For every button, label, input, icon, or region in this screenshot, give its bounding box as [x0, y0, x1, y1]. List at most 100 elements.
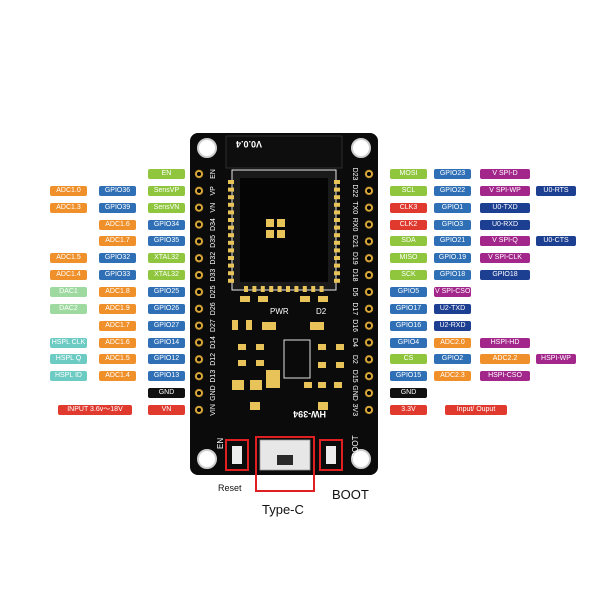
right-pin-label: U0-RTS — [536, 185, 576, 196]
left-pin-silk: EN — [210, 169, 217, 179]
right-pin-label: CS — [390, 354, 427, 365]
left-pin-silk: D13 — [210, 370, 217, 383]
pwr-silk: PWR — [270, 307, 289, 316]
right-pin-label: U0-RXD — [480, 219, 530, 230]
left-pin-label: ADC1.6 — [99, 219, 136, 230]
module-pad — [260, 286, 265, 292]
module-pad — [228, 263, 234, 268]
right-pin-label: MISO — [390, 253, 427, 264]
right-header-pin — [364, 270, 374, 280]
module-pad — [334, 218, 340, 222]
right-pin-label: GND — [390, 388, 427, 399]
module-pad — [319, 286, 324, 292]
right-pin-silk: 3V3 — [351, 404, 358, 417]
right-pin-label: SCK — [390, 270, 427, 281]
right-pin-silk: D2 — [351, 355, 358, 364]
right-pin-silk: D17 — [351, 302, 358, 315]
module-pads — [228, 180, 340, 292]
right-pin-label: GPIO23 — [434, 169, 471, 179]
module-pad — [334, 240, 340, 245]
left-pin-silk: D32 — [210, 252, 217, 265]
left-pin-label: HSPL ID — [50, 371, 87, 382]
module-pad — [334, 233, 340, 238]
model-silk: HW-394 — [293, 409, 326, 419]
left-pin-label: GPIO26 — [148, 303, 185, 314]
right-pin-label: SDA — [390, 236, 427, 247]
module-pad — [244, 286, 248, 292]
left-header-pin — [194, 287, 204, 297]
left-pin-label: GPIO27 — [148, 320, 185, 331]
right-pin-label: SCL — [390, 185, 427, 196]
left-pin-label: ADC1.5 — [99, 354, 136, 365]
left-pin-silk: D14 — [210, 336, 217, 349]
right-header-pin — [364, 287, 374, 297]
right-pin-silk: RX0 — [351, 218, 358, 232]
usb-serial-chip — [283, 339, 311, 379]
right-header-pin — [364, 203, 374, 212]
module-pad — [334, 271, 340, 276]
module-pad — [228, 180, 234, 184]
module-pad — [228, 195, 234, 200]
right-pin-label: V SPI-Q — [480, 236, 530, 247]
right-pin-label: GPIO22 — [434, 185, 471, 196]
right-pin-silk: D5 — [351, 287, 358, 296]
right-pin-silk: GND — [351, 385, 358, 401]
right-pin-label: GPIO5 — [390, 286, 427, 297]
module-pad — [334, 225, 340, 230]
boot-button-outline — [319, 439, 343, 471]
right-pin-label: U0-TXD — [480, 202, 530, 213]
module-pad — [334, 278, 340, 283]
boot-button — [326, 446, 336, 464]
right-pin-label: V SPI-WP — [480, 185, 530, 196]
left-pin-silk: D25 — [210, 285, 217, 298]
module-pad — [334, 195, 340, 200]
module-pad — [228, 256, 234, 260]
right-pin-label: GPIO2 — [434, 354, 471, 365]
reset-button — [232, 446, 242, 464]
left-pin-label: VN — [148, 404, 185, 415]
left-pin-silk: D33 — [210, 269, 217, 282]
right-pin-label: CLK3 — [390, 202, 427, 213]
right-pin-label: GPIO1 — [434, 202, 471, 213]
left-pin-label: ADC1.6 — [99, 337, 136, 348]
left-pin-label: GND — [148, 388, 185, 399]
left-pin-label: ADC1.0 — [50, 185, 87, 196]
right-pin-label: GPIO18 — [480, 270, 530, 281]
left-pin-label: GPIO32 — [99, 253, 136, 264]
module-center-mark — [266, 219, 285, 238]
left-pin-label: ADC1.7 — [99, 320, 136, 331]
right-pin-label: Input/ Ouput — [445, 404, 507, 415]
right-pin-label: ADC2.3 — [434, 371, 471, 382]
module-pad — [334, 263, 340, 268]
regulator — [266, 370, 280, 388]
left-pin-silk: GND — [210, 385, 217, 401]
right-header-pin — [364, 405, 374, 415]
left-header-pin — [194, 220, 204, 229]
right-header-pin — [364, 338, 374, 347]
right-pin-silk: D21 — [351, 235, 358, 248]
right-pin-label: GPIO18 — [434, 270, 471, 281]
left-header-pin — [194, 237, 204, 246]
right-header-pin — [364, 372, 374, 381]
reset-caption: Reset — [218, 483, 242, 493]
module-pad — [228, 218, 234, 222]
right-pin-label: GPIO16 — [390, 320, 427, 331]
right-header-pin — [364, 237, 374, 246]
module-pad — [334, 248, 340, 253]
right-header-pin — [364, 169, 374, 179]
module-pad — [228, 187, 234, 192]
type-c-caption: Type-C — [262, 502, 304, 517]
right-pin-label: GPIO.19 — [434, 253, 471, 264]
left-header-pin — [194, 169, 204, 179]
left-header-pin — [194, 405, 204, 415]
module-pad — [228, 271, 234, 276]
left-pin-label: ADC1.5 — [50, 253, 87, 264]
usb-c-mouth — [277, 455, 293, 465]
module-pad — [252, 286, 257, 292]
left-header-pin — [194, 388, 204, 398]
mounting-hole — [197, 449, 217, 469]
right-header-pin — [364, 321, 374, 330]
left-pin-silk: VN — [210, 203, 217, 213]
right-pin-label: ADC2.0 — [434, 337, 471, 348]
left-header-pin — [194, 355, 204, 364]
